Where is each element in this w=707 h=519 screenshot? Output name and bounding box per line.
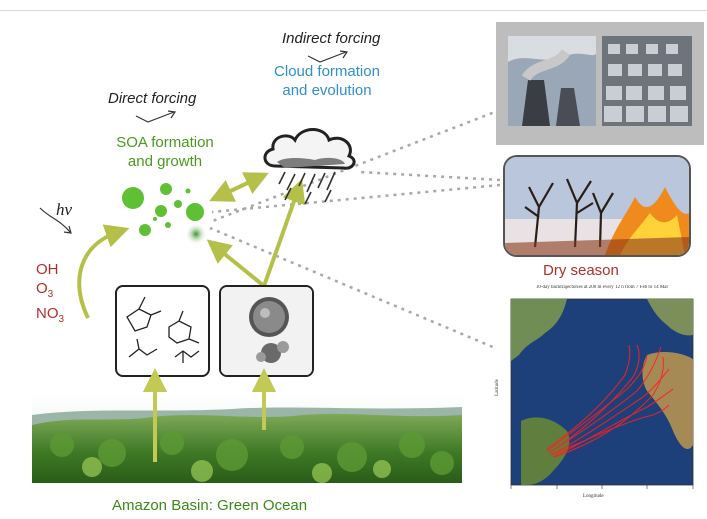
soa-particles	[122, 183, 204, 236]
indirect-forcing-tick-icon	[307, 50, 349, 63]
soa-formation-label: SOA formation and growth	[100, 133, 230, 171]
cloud-formation-line2: and evolution	[282, 82, 372, 99]
map-xlabel: Longitude	[583, 494, 604, 499]
map-ylabel: Latitude	[494, 379, 500, 396]
hv-label: hν	[56, 200, 73, 219]
map-title: 10-day backtrajectories at 200 m every 1…	[535, 285, 669, 290]
indirect-forcing-label: Indirect forcing	[282, 30, 381, 47]
bio-to-cloud-arrow	[262, 178, 306, 287]
backtrajectory-map	[510, 298, 694, 489]
bioaerosol-micrograph-icon	[221, 287, 312, 375]
cloud-formation-label: Cloud formation and evolution	[262, 62, 392, 100]
bio-to-soa-arrow	[206, 239, 266, 288]
dry-season-photo-frame	[503, 155, 691, 257]
soa-formation-line2: and growth	[127, 153, 203, 170]
direct-forcing-label: Direct forcing	[108, 90, 197, 107]
bioparticles-panel	[219, 285, 314, 377]
curved-oxidation-arrow	[77, 224, 130, 319]
trajectory-map-panel: 10-day backtrajectories at 200 m every 1…	[494, 285, 703, 505]
pollution-photo-frame	[496, 22, 704, 145]
dry-season-caption: Dry season	[543, 262, 619, 279]
oh-label: OH	[36, 261, 59, 278]
fuzzy-particle	[185, 223, 207, 245]
no3-label: NO3	[36, 305, 65, 325]
dotted-connectors	[209, 108, 501, 352]
o3-label: O3	[36, 280, 54, 300]
trajectory-lines	[546, 344, 674, 458]
urban-pollution-photo	[508, 36, 692, 126]
soa-cloud-arrow-left	[209, 176, 259, 202]
direct-forcing-tick-icon	[135, 110, 177, 123]
molecule-structures-icon	[126, 296, 200, 363]
rain-cloud-icon	[263, 128, 356, 205]
forest-fire-photo	[505, 157, 689, 255]
cloud-formation-line1: Cloud formation	[274, 63, 380, 80]
hv-arrow-icon	[39, 207, 71, 233]
amazon-forest-image	[32, 393, 462, 483]
soa-formation-line1: SOA formation	[116, 134, 214, 151]
oxidants-label: OH O3 NO3	[36, 260, 64, 329]
amazon-basin-caption: Amazon Basin: Green Ocean	[112, 497, 308, 514]
top-divider	[0, 10, 707, 11]
